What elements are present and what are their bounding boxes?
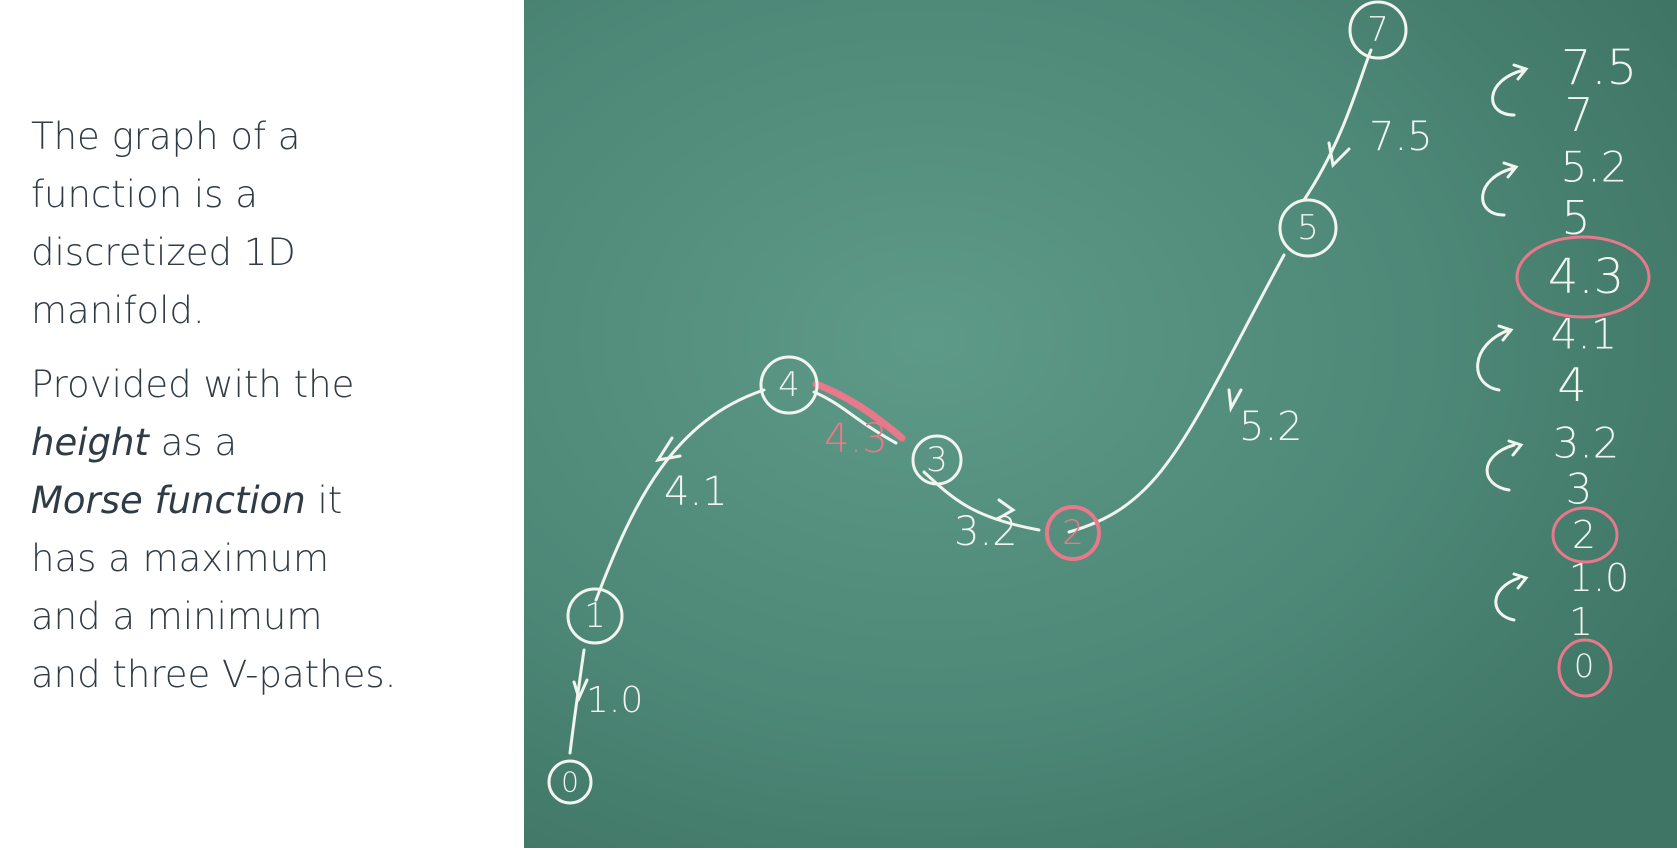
node-label-4: 4 [778, 365, 800, 405]
curve-segment [1067, 253, 1286, 534]
node-label-7: 7 [1367, 10, 1389, 50]
curve-segment [594, 388, 766, 602]
curve-segment [1302, 48, 1373, 202]
node-circle-2 [1045, 505, 1101, 561]
text-fragment: it [305, 479, 343, 522]
description-panel: The graph of a function is a discretized… [31, 108, 511, 720]
text-line: has a maximum [31, 537, 330, 580]
node-label-2: 2 [1062, 513, 1084, 553]
node-label-3: 3 [926, 440, 948, 480]
paragraph-manifold: The graph of a function is a discretized… [31, 108, 511, 340]
node-label-0: 0 [561, 766, 579, 799]
arrow-head [654, 436, 682, 463]
sorted-value: 7.5 [1561, 40, 1637, 96]
text-line: Provided with the [31, 363, 355, 406]
sorted-value-highlighted: 4.3 [1548, 249, 1624, 305]
sorted-value: 7 [1564, 88, 1593, 142]
node-circle-7 [1348, 0, 1408, 60]
node-circle-3 [911, 434, 963, 486]
board-background [524, 0, 1677, 848]
paragraph-morse: Provided with the height as a Morse func… [31, 356, 511, 704]
edge-label-5-2: 5.2 [1239, 404, 1303, 450]
swap-arrow [1491, 63, 1529, 117]
edge-label-4-1: 4.1 [664, 469, 728, 515]
arrow-head [997, 498, 1016, 520]
node-circle-0 [547, 759, 593, 805]
sorted-values-list: 7.5 7 5.2 5 4.3 4.1 4 3.2 3 2 1.0 1 0 [1548, 40, 1637, 685]
sorted-value: 1 [1569, 600, 1593, 644]
text-line: The graph of a [31, 115, 301, 158]
text-line: height as a [31, 414, 511, 472]
edge-label-1-0: 1.0 [586, 680, 643, 721]
edge-label-4-3: 4.3 [824, 416, 888, 462]
sorted-value: 3 [1566, 465, 1593, 514]
node-label-5: 5 [1297, 208, 1319, 248]
sorted-value: 1.0 [1569, 556, 1629, 600]
swap-arrow [1485, 439, 1524, 492]
highlight-ring-2 [1551, 506, 1619, 564]
chalkboard-image: 0 1 4 3 2 5 7 1.0 4.1 4.3 3.2 5.2 7.5 [524, 0, 1677, 848]
chalkboard-drawing: 0 1 4 3 2 5 7 1.0 4.1 4.3 3.2 5.2 7.5 [524, 0, 1677, 848]
curve [568, 48, 1373, 755]
highlight-ring-0 [1557, 638, 1613, 698]
swap-arrows [1476, 63, 1529, 622]
highlighted-edge [812, 380, 906, 442]
arrow-head [1227, 388, 1243, 413]
arrow-head [572, 678, 589, 703]
sorted-value: 5 [1561, 191, 1590, 245]
highlight-ring-4-3 [1515, 235, 1651, 319]
swap-arrow [1494, 572, 1529, 622]
node-circles [547, 0, 1408, 805]
text-line: discretized 1D [31, 231, 296, 274]
edge-label-3-2: 3.2 [954, 509, 1018, 555]
edge-labels: 1.0 4.1 4.3 3.2 5.2 7.5 [586, 114, 1433, 721]
node-label-1: 1 [584, 596, 606, 636]
arrow-head [1327, 141, 1351, 169]
sorted-value: 5.2 [1561, 143, 1628, 192]
text-line: Morse function it [31, 472, 511, 530]
node-labels: 0 1 4 3 2 5 7 [561, 10, 1389, 799]
text-line: and a minimum [31, 595, 323, 638]
node-circle-1 [566, 587, 624, 645]
text-line: and three V-pathes. [31, 653, 397, 696]
sorted-value-highlighted: 2 [1572, 513, 1596, 557]
sorted-value-highlighted: 0 [1574, 647, 1594, 685]
edge-label-7-5: 7.5 [1369, 114, 1433, 160]
node-circle-4 [759, 355, 819, 415]
text-line: function is a [31, 173, 258, 216]
sorted-value: 4 [1557, 358, 1586, 412]
curve-segment [568, 648, 586, 755]
curve-segment [922, 470, 1041, 532]
emphasis-morse-function: Morse function [31, 479, 306, 522]
curve-segment [812, 390, 898, 445]
node-circle-5 [1278, 198, 1338, 258]
swap-arrow [1481, 161, 1519, 217]
highlight-rings [1515, 235, 1651, 698]
sorted-value: 3.2 [1553, 419, 1620, 468]
text-line: manifold. [31, 289, 205, 332]
sorted-value: 4.1 [1551, 310, 1618, 359]
emphasis-height: height [31, 421, 149, 464]
swap-arrow [1476, 324, 1514, 392]
text-fragment: as a [148, 421, 238, 464]
